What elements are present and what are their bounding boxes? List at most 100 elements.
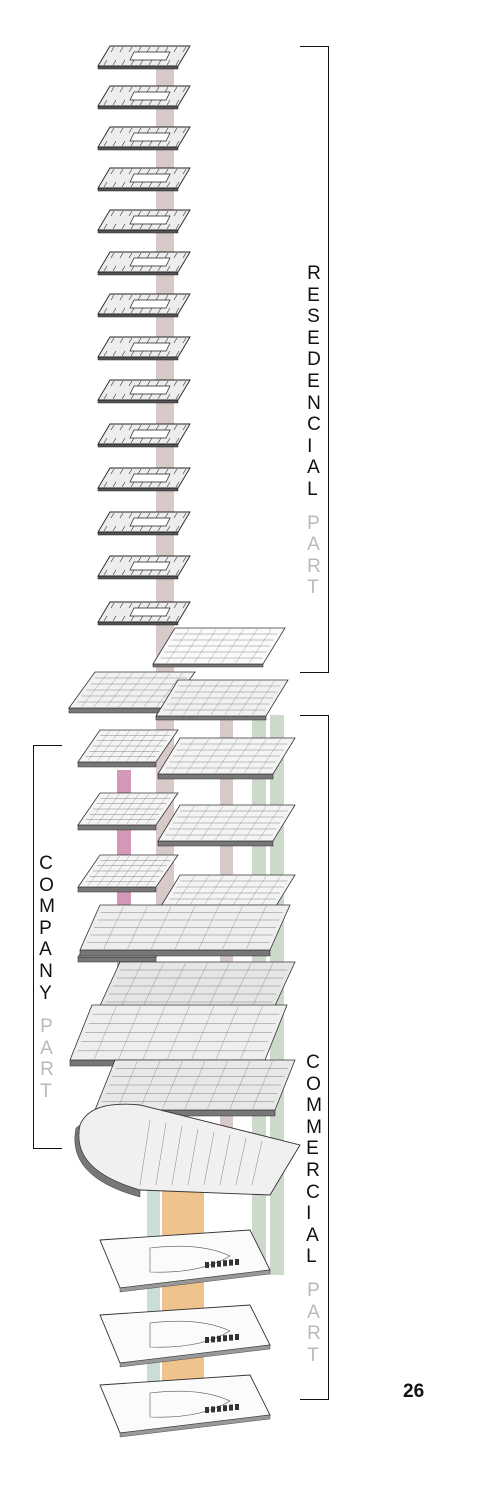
wall <box>112 569 117 576</box>
wall <box>146 127 151 134</box>
wall <box>139 99 144 106</box>
label-letter: C <box>306 1181 320 1203</box>
wall <box>112 181 117 188</box>
plan-line <box>172 805 195 841</box>
wall <box>130 393 135 400</box>
wall <box>146 210 151 217</box>
parking-stall <box>211 1336 215 1343</box>
label-letter: P <box>307 512 320 534</box>
plan-line <box>119 962 143 1010</box>
wall <box>112 99 117 106</box>
parking-stall <box>217 1260 221 1267</box>
plan-line <box>106 672 133 708</box>
label-letter: R <box>307 263 321 284</box>
plan-line <box>139 1060 161 1110</box>
parking-stall <box>223 1405 227 1412</box>
company-floor-3 <box>77 854 179 893</box>
transfer-floor-left <box>68 671 196 714</box>
plan-line <box>172 875 195 911</box>
wall <box>146 556 151 563</box>
wall <box>137 294 142 301</box>
wall <box>119 337 124 344</box>
wall <box>112 393 117 400</box>
wall <box>110 252 115 259</box>
label-letter: P <box>40 1016 53 1038</box>
wall <box>137 556 142 563</box>
wall <box>182 337 187 344</box>
slab-edge <box>119 1269 271 1293</box>
wall <box>146 86 151 93</box>
wall <box>110 46 115 53</box>
wall <box>157 481 162 488</box>
wall <box>110 337 115 344</box>
wall <box>119 380 124 387</box>
plan-line <box>171 1125 183 1186</box>
plan-line <box>207 1060 228 1110</box>
plan-line <box>136 793 159 825</box>
plan-line <box>126 730 149 762</box>
residential-floor-6 <box>97 251 191 276</box>
label-letter: A <box>307 1301 320 1323</box>
parking-stall <box>229 1404 233 1411</box>
wall <box>103 569 108 576</box>
wall <box>119 86 124 93</box>
plan-line <box>118 1005 141 1060</box>
wall <box>155 337 160 344</box>
slab-edge <box>157 840 274 847</box>
plan-line <box>240 1005 263 1060</box>
wall <box>182 602 187 609</box>
parking-stall <box>205 1262 209 1268</box>
wall <box>146 468 151 475</box>
plan-line <box>229 875 253 911</box>
plan-line <box>244 805 267 841</box>
commercial-floor-2 <box>157 804 296 847</box>
wall <box>166 223 171 230</box>
plan-line <box>131 672 158 708</box>
wall <box>130 350 135 357</box>
wall <box>164 424 169 431</box>
commercial-bracket <box>300 715 329 1400</box>
wall <box>130 437 135 444</box>
parking-level-2 <box>99 1304 271 1368</box>
plan-line <box>215 738 238 774</box>
wall <box>155 602 160 609</box>
parking-stall <box>217 1335 221 1342</box>
parking-stall <box>223 1260 227 1267</box>
wall <box>166 569 171 576</box>
plan-line <box>215 875 238 911</box>
wall <box>155 252 160 259</box>
plan-line <box>222 905 243 950</box>
wall <box>157 615 162 622</box>
wall <box>157 99 162 106</box>
wall <box>121 307 126 314</box>
wall <box>137 380 142 387</box>
plan-line <box>224 680 247 716</box>
wall <box>148 569 153 576</box>
parking-stall <box>235 1334 239 1340</box>
wall <box>175 481 180 488</box>
wall <box>137 46 142 53</box>
company-floor-1 <box>77 729 179 768</box>
wall <box>164 168 169 175</box>
slab-edge <box>77 824 157 831</box>
wall <box>110 512 115 519</box>
plan-line <box>87 793 110 825</box>
wall <box>112 265 117 272</box>
wall <box>175 223 180 230</box>
wall <box>155 210 160 217</box>
wall <box>110 86 115 93</box>
wall <box>119 294 124 301</box>
wall <box>173 380 178 387</box>
wall <box>157 181 162 188</box>
label-letter: O <box>39 874 54 896</box>
wall <box>166 350 171 357</box>
company-floor-2 <box>77 792 179 831</box>
plan-line <box>146 793 169 825</box>
wall <box>175 437 180 444</box>
wall <box>173 512 178 519</box>
label-letter: T <box>307 577 319 599</box>
central-void <box>129 91 171 101</box>
